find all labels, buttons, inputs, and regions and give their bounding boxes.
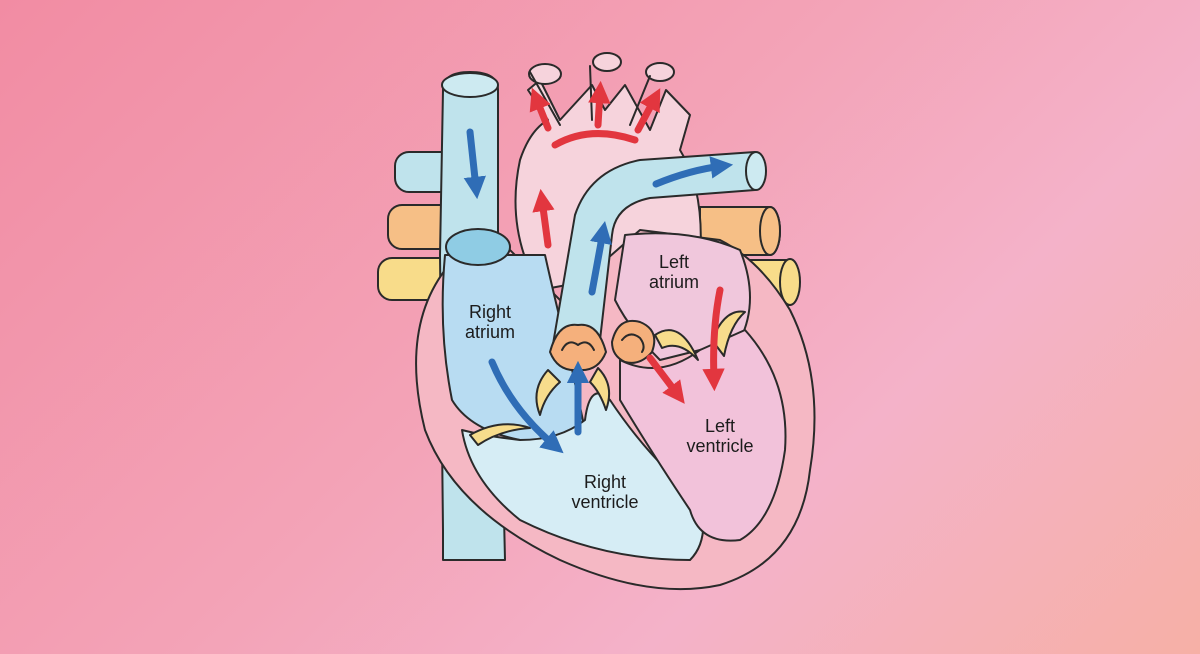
blue-arrow-pulmonary-right [652, 156, 734, 188]
label-left-atrium-line2: atrium [649, 272, 699, 292]
aorta-branch-1 [528, 63, 562, 85]
blue-arrow-atrium-to-ventricle [488, 358, 564, 454]
aorta-branch-3 [645, 62, 675, 82]
aorta-branch-2 [592, 52, 622, 72]
red-arrow-arch [551, 130, 639, 149]
vein-right-yellow-end [779, 258, 801, 306]
red-arrow-ascending [532, 188, 555, 249]
blue-flow-arrows [463, 128, 734, 454]
red-arrow-to-aorta [646, 354, 685, 404]
red-flow-arrows [529, 80, 725, 404]
red-arrow-branch-3 [634, 88, 661, 134]
valves [469, 310, 746, 446]
label-left-atrium-line1: Left [659, 252, 689, 272]
tricuspid-leaflet [469, 423, 531, 446]
label-right-ventricle-line2: ventricle [571, 492, 638, 512]
label-left-ventricle-line2: ventricle [686, 436, 753, 456]
leaflet-2 [589, 367, 611, 411]
pulmonary-artery [551, 151, 767, 351]
label-left-ventricle-line1: Left [705, 416, 735, 436]
vena-cava-top [441, 72, 499, 98]
red-arrow-atrium-to-ventricle [702, 286, 725, 392]
leaflet-1 [535, 369, 561, 416]
blue-arrow-vena-cava [463, 128, 486, 200]
red-arrow-branch-2 [588, 80, 611, 129]
red-arrow-branch-1 [529, 87, 552, 132]
label-right-ventricle-line1: Right [584, 472, 626, 492]
mitral-leaflet-1 [654, 329, 699, 361]
pulmonary-artery-end [745, 151, 767, 191]
right-atrium-opening [445, 228, 511, 266]
vein-right-orange-end [759, 206, 781, 256]
aortic-valve [611, 320, 656, 364]
chamber-labels: Right atrium Right ventricle Left atrium… [465, 252, 754, 512]
mitral-leaflet-2 [711, 310, 746, 357]
blue-arrow-pulmonary [588, 220, 612, 296]
left-ventricle-chamber [619, 329, 787, 542]
label-right-atrium-line2: atrium [465, 322, 515, 342]
label-right-atrium-line1: Right [469, 302, 511, 322]
